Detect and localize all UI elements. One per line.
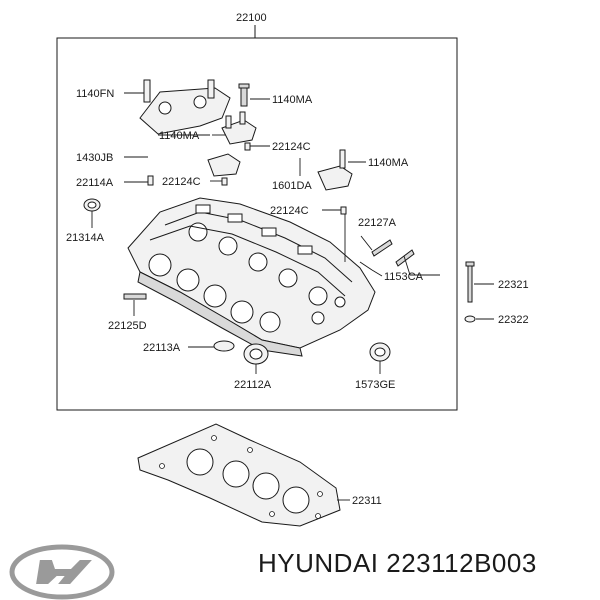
plug-22125d <box>123 293 147 300</box>
label-1153ca: 1153CA <box>384 271 424 283</box>
hyundai-logo <box>9 544 115 600</box>
leader-lines <box>91 92 494 501</box>
bolt-1140ma-top <box>238 83 250 107</box>
part-number: 223112B003 <box>386 548 537 578</box>
part-caption: HYUNDAI 223112B003 <box>258 548 537 579</box>
camshaft-bearing-cap-right <box>317 149 353 191</box>
studs-22127a <box>371 239 415 267</box>
label-22124c-right: 22124C <box>270 205 309 217</box>
assembly-frame <box>56 37 458 411</box>
label-1140fn: 1140FN <box>76 88 114 100</box>
bolt-22321 <box>465 261 475 303</box>
washer-22322 <box>464 315 476 323</box>
label-21314a: 21314A <box>66 232 105 244</box>
label-22322: 22322 <box>498 314 529 326</box>
label-22125d: 22125D <box>108 320 147 332</box>
cylinder-head-body <box>127 197 376 357</box>
camshaft-bearing-cap-left <box>221 111 257 145</box>
label-1601da: 1601DA <box>272 180 312 192</box>
brand-name: HYUNDAI <box>258 548 379 578</box>
dowel-pins <box>147 142 347 215</box>
spark-plug-tube-seal-21314a <box>83 198 101 212</box>
label-22127a: 22127A <box>358 217 397 229</box>
label-22321: 22321 <box>498 279 529 291</box>
camshaft-bearing-cap-front <box>139 79 231 135</box>
cylinder-head-gasket <box>137 423 341 527</box>
seal-22112a <box>243 343 269 365</box>
plug-1573ge <box>369 342 391 362</box>
assembly-label-22100: 22100 <box>236 12 267 24</box>
label-1140ma-top: 1140MA <box>272 94 313 106</box>
label-1140ma-mid: 1140MA <box>159 130 200 142</box>
label-1573ge: 1573GE <box>355 379 395 391</box>
gasket-22113a <box>213 340 235 352</box>
label-22311: 22311 <box>352 495 382 507</box>
label-1140ma-right: 1140MA <box>368 157 409 169</box>
label-1430jb: 1430JB <box>76 152 113 164</box>
label-22112a: 22112A <box>234 379 272 391</box>
label-22124c-top: 22124C <box>272 141 311 153</box>
part-labels: 1140FN 1140MA 1140MA 1140MA 22124C 22124… <box>66 88 529 507</box>
label-22113a: 22113A <box>143 342 181 354</box>
label-22114a: 22114A <box>76 177 114 189</box>
camshaft-bearing-cap-mid <box>207 153 241 177</box>
label-22124c-mid: 22124C <box>162 176 201 188</box>
